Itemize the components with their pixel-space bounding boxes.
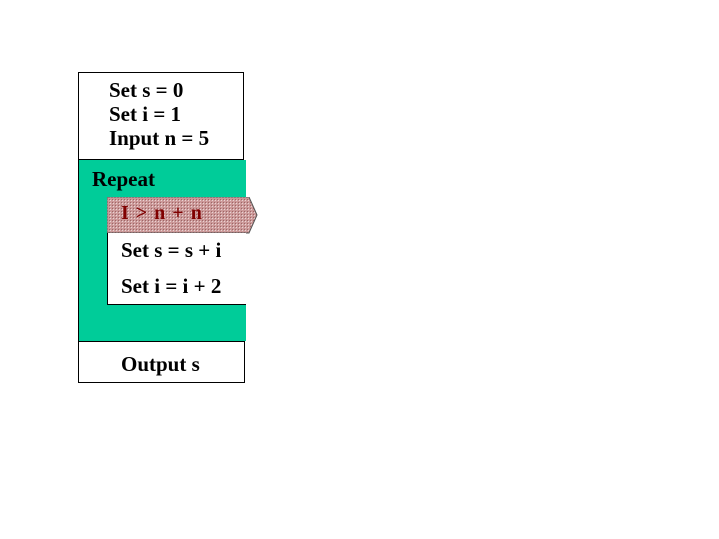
init-line-set-i: Set i = 1 xyxy=(109,102,182,126)
output-text: Output s xyxy=(121,352,200,376)
init-block: Set s = 0 Set i = 1 Input n = 5 xyxy=(78,72,244,160)
body-line-update-s: Set s = s + i xyxy=(121,238,222,262)
loop-condition-shape xyxy=(107,197,258,234)
init-line-input-n: Input n = 5 xyxy=(109,126,210,150)
output-block: Output s xyxy=(78,341,245,383)
repeat-keyword: Repeat xyxy=(92,167,155,191)
body-line-update-i: Set i = i + 2 xyxy=(121,274,222,298)
loop-condition-text: I > n + n xyxy=(121,202,203,224)
loop-body-block: Set s = s + i Set i = i + 2 xyxy=(107,233,246,305)
init-line-set-s: Set s = 0 xyxy=(109,78,184,102)
